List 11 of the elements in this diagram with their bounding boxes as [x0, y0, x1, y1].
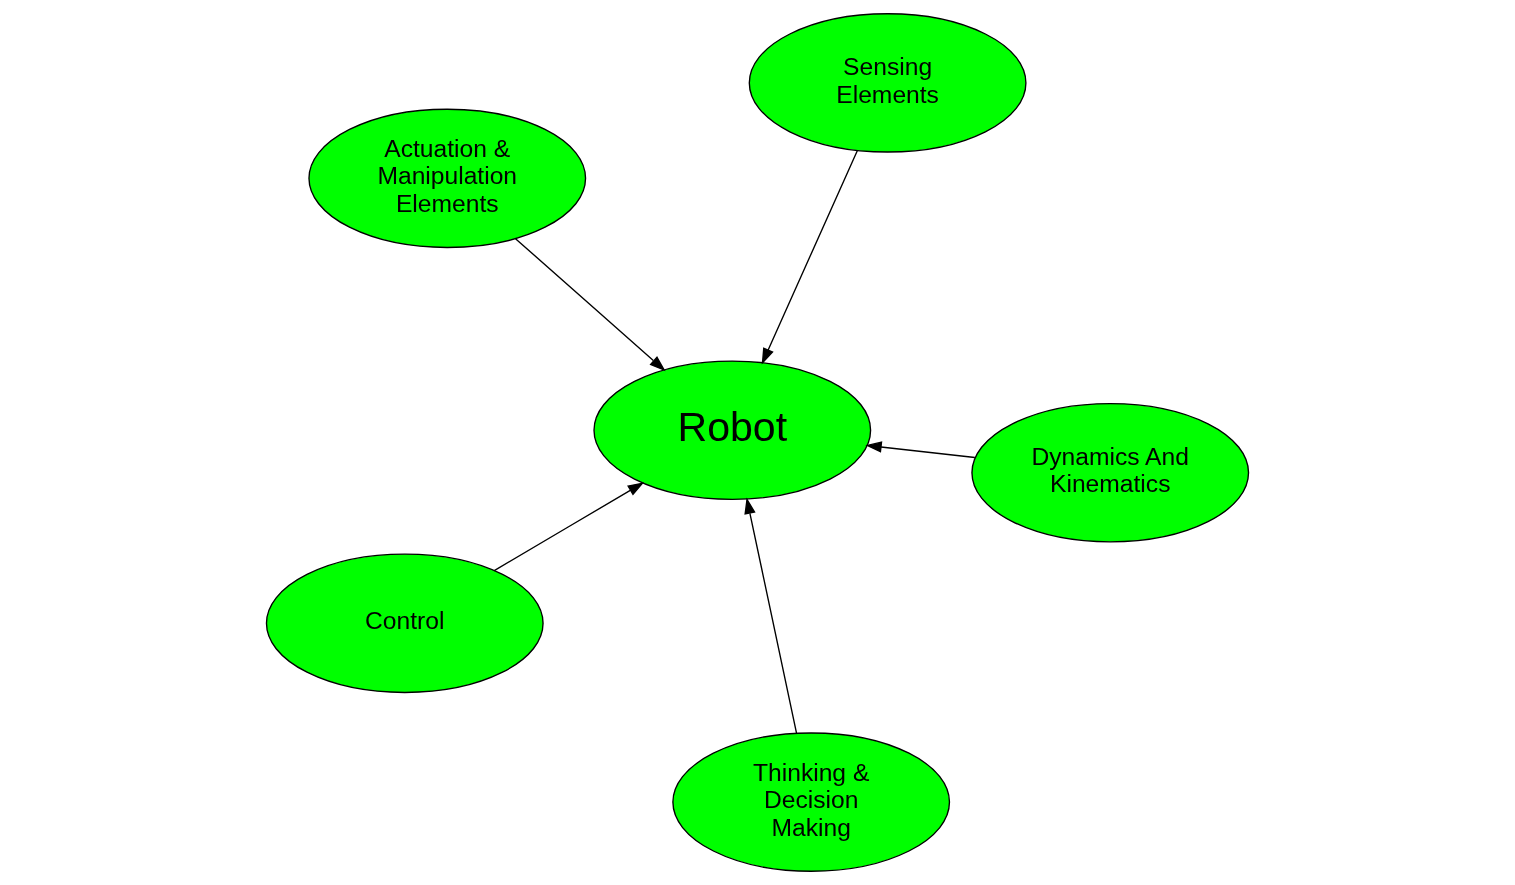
- arrow: [493, 482, 645, 572]
- node-ellipse: Thinking & Decision Making: [672, 732, 951, 872]
- node-ellipse: Control: [265, 553, 544, 694]
- arrow: [514, 238, 666, 372]
- node-ellipse: Actuation & Manipulation Elements: [308, 108, 587, 249]
- arrow: [744, 497, 798, 734]
- arrow: [865, 441, 976, 459]
- node-ellipse: Robot: [593, 360, 872, 501]
- node-ellipse: Dynamics And Kinematics: [971, 402, 1250, 543]
- arrow: [761, 150, 858, 365]
- node-ellipse: Sensing Elements: [748, 13, 1027, 153]
